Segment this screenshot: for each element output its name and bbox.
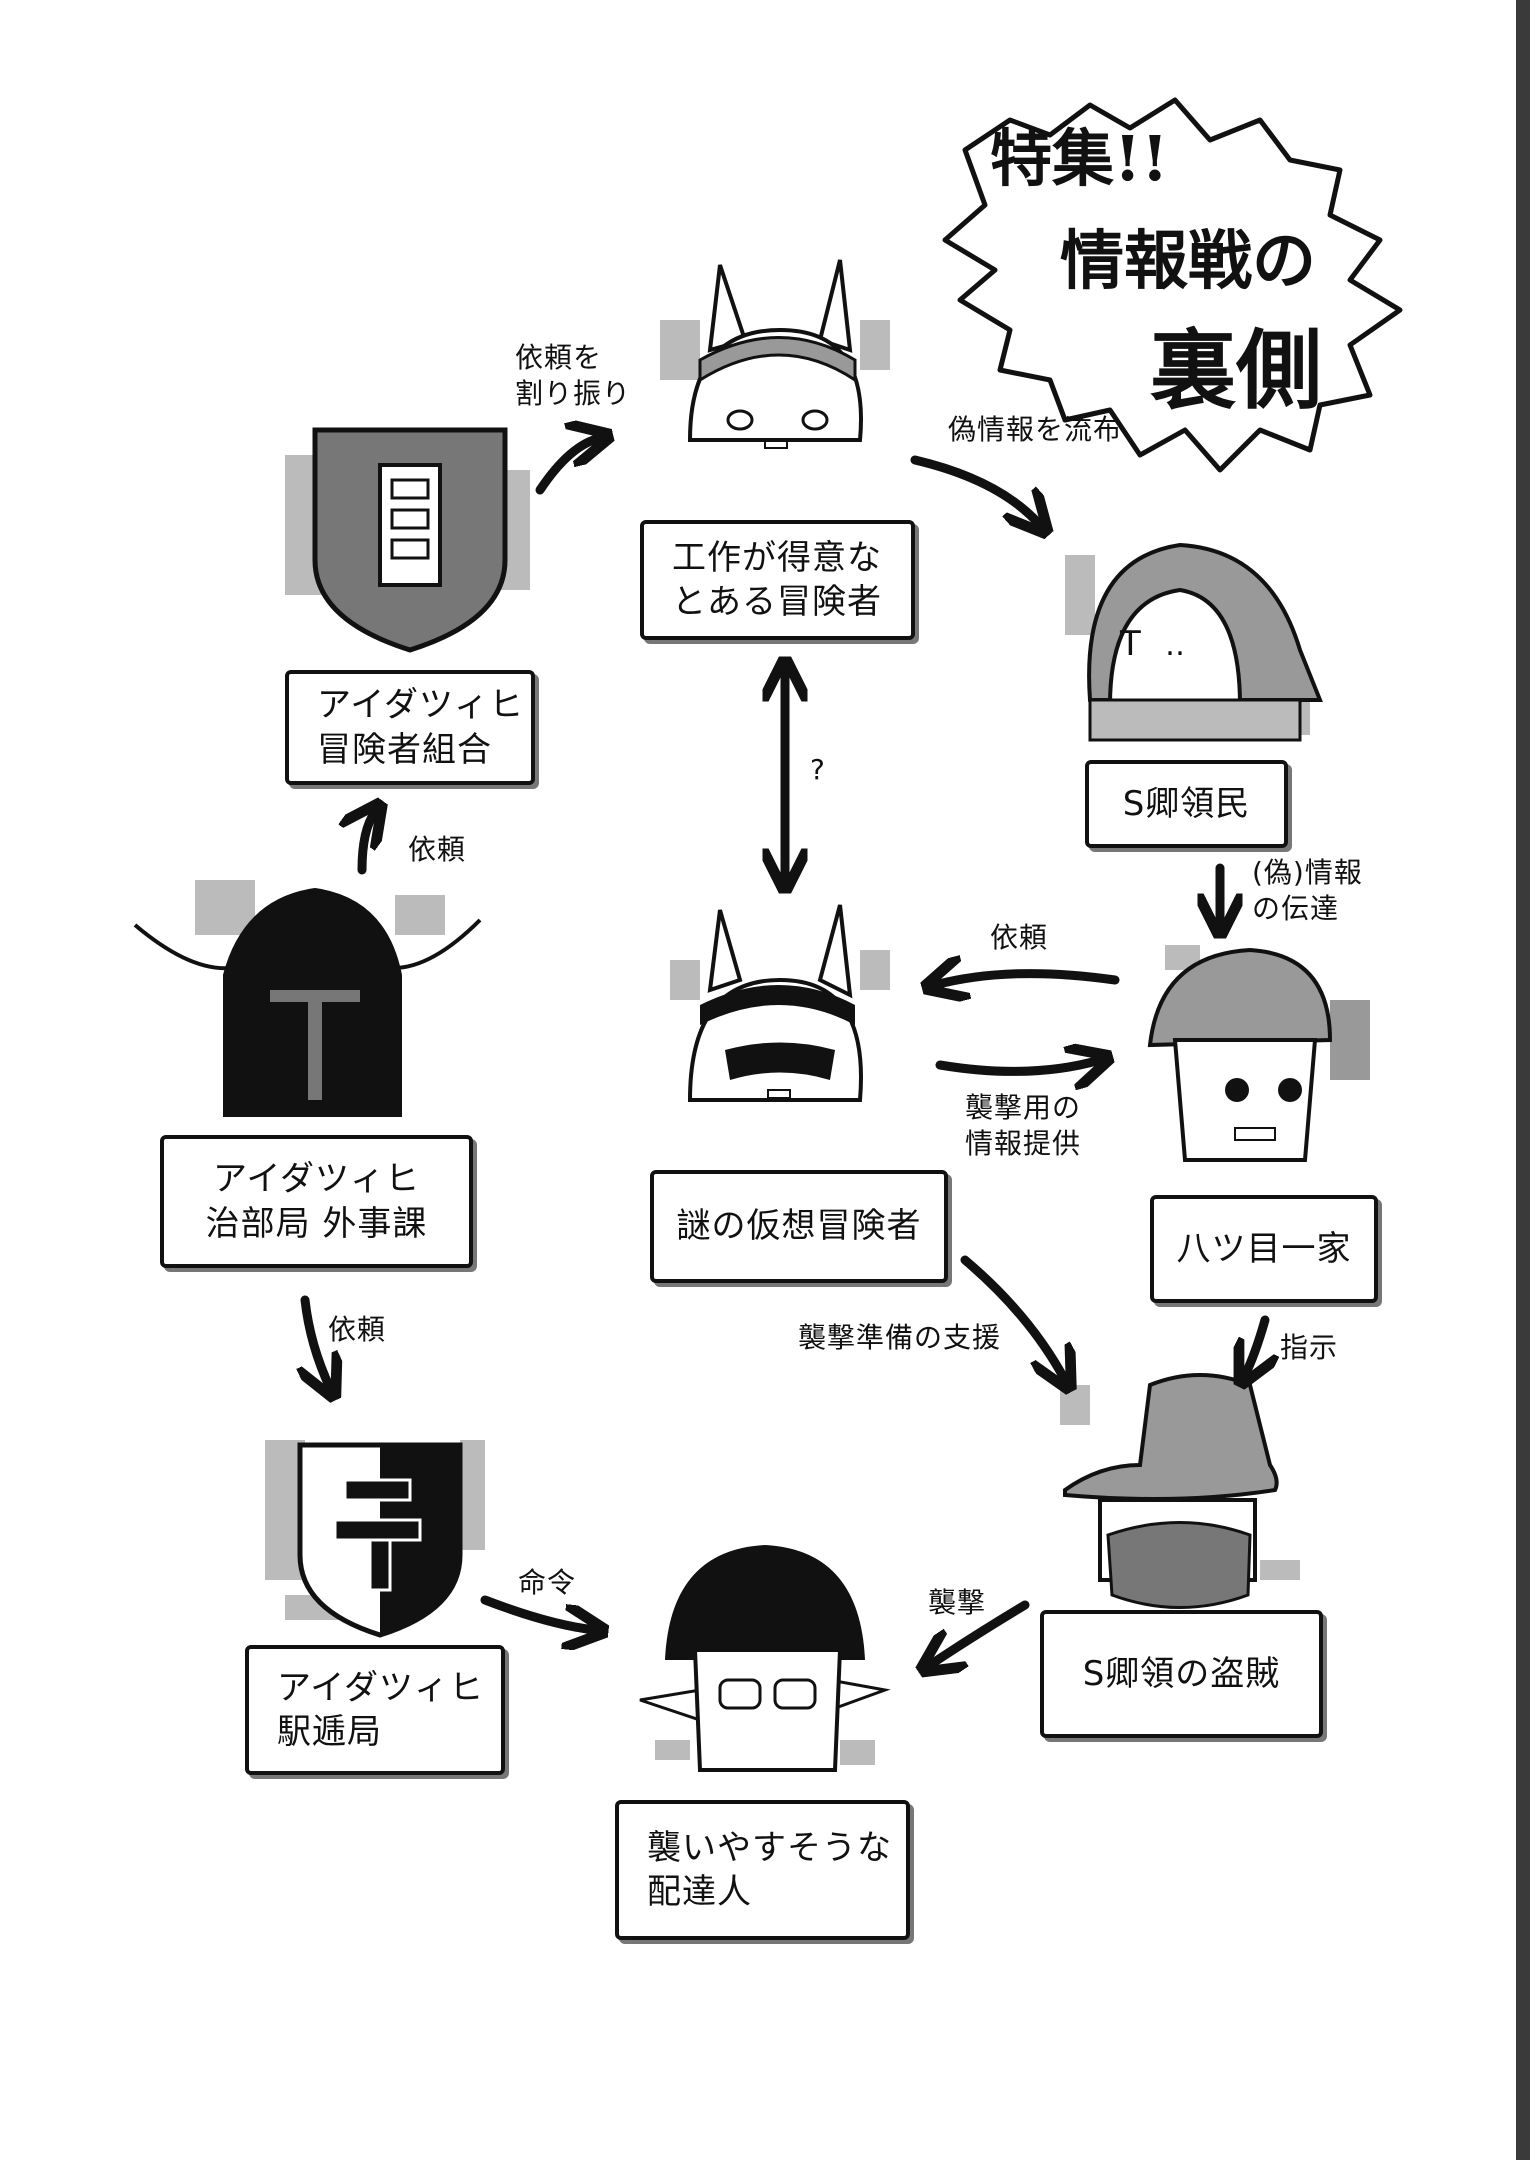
node-courier-label: 襲いやすそうな 配達人	[615, 1800, 910, 1940]
edge-label-request-post: 依頼	[328, 1313, 387, 1346]
edge-label-attack: 襲撃	[928, 1586, 987, 1619]
yatsume-character-icon	[1147, 945, 1370, 1162]
edge-label-assign: 依頼を 割り振り	[515, 341, 632, 411]
edge-label-instruct: 指示	[1280, 1331, 1339, 1364]
courier-character-icon	[639, 1545, 891, 1772]
arrow-yatsume-to-thief	[1245, 1315, 1265, 1375]
title-line-3: 裏側	[1150, 320, 1322, 421]
svg-text:T: T	[1119, 624, 1141, 664]
post-office-shield-icon	[265, 1440, 485, 1638]
node-guild-label: アイダツィヒ 冒険者組合	[285, 670, 535, 785]
edge-label-info-for-attack: 襲撃用の 情報提供	[965, 1091, 1082, 1161]
guild-shield-icon	[285, 427, 530, 653]
mystery-character-icon	[670, 904, 890, 1102]
foreign-affairs-helmet-icon	[133, 880, 482, 1117]
page-edge	[1516, 0, 1530, 2160]
node-thief-label: S卿領の盗賊	[1040, 1610, 1323, 1738]
svg-text:‥: ‥	[1165, 628, 1185, 663]
edge-label-attack-prep-support: 襲撃準備の支援	[798, 1321, 1002, 1354]
arrow-operative-to-resident	[910, 455, 1040, 525]
arrow-foreign-to-post	[305, 1295, 330, 1388]
title-line-2: 情報戦の	[1060, 224, 1316, 299]
edge-label-request-guild: 依頼	[408, 833, 467, 866]
arrow-post-to-courier	[480, 1595, 595, 1630]
edge-label-question: ?	[810, 753, 826, 786]
title-line-1: 特集!!	[990, 122, 1169, 195]
node-mystery-label: 謎の仮想冒険者	[650, 1170, 948, 1283]
arrow-thief-to-courier	[930, 1600, 1030, 1665]
node-residents-label: S卿領民	[1085, 760, 1288, 848]
arrow-guild-to-operative	[535, 438, 600, 495]
arrow-mystery-to-thief	[960, 1255, 1065, 1380]
arrow-foreign-to-guild	[362, 812, 375, 875]
node-post-office-label: アイダツィヒ 駅逓局	[245, 1645, 505, 1775]
thief-character-icon	[1060, 1373, 1300, 1609]
edge-label-request-mystery: 依頼	[990, 921, 1049, 954]
node-foreign-affairs-label: アイダツィヒ 治部局 外事課	[160, 1135, 473, 1268]
arrow-yatsume-to-mystery	[935, 974, 1120, 985]
resident-character-icon: T ‥	[1065, 542, 1323, 742]
edge-label-pass-info: (偽)情報 の伝達	[1252, 856, 1363, 926]
node-operative-label: 工作が得意な とある冒険者	[640, 520, 915, 640]
arrow-mystery-to-yatsume	[935, 1060, 1100, 1071]
edge-label-order: 命令	[518, 1566, 577, 1599]
edge-label-misinfo: 偽情報を流布	[948, 413, 1123, 446]
node-yatsume-label: 八ツ目一家	[1150, 1195, 1378, 1303]
operative-character-icon	[660, 259, 890, 449]
